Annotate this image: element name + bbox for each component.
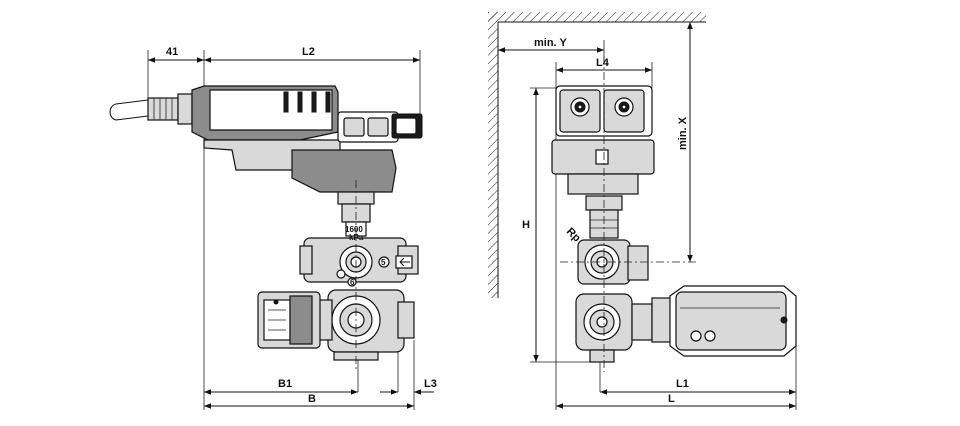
port-5-label: 5 (381, 258, 386, 267)
actuator-housing (191, 85, 423, 193)
dimension-min-y: min. Y (498, 37, 604, 53)
dimension-L2: L2 (204, 46, 420, 63)
dim-B1-label: B1 (278, 378, 292, 390)
dim-minX-label: min. X (677, 116, 689, 150)
pressure-unit: kPa (349, 233, 364, 242)
upper-valve-body: 1600 kPa 5 6 (299, 225, 419, 287)
right-view: min. Y L4 min. X H (488, 12, 797, 410)
pressure-value: 1600 (345, 225, 363, 234)
lower-valve-body (317, 289, 415, 361)
dim-H-label: H (522, 219, 530, 231)
dimension-41: 41 (148, 46, 204, 63)
dim-L3-label: L3 (424, 378, 437, 390)
dim-L-label: L (668, 393, 675, 405)
dimension-H: H (522, 88, 539, 362)
dimension-L4: L4 (556, 57, 652, 73)
wall-section (488, 12, 706, 298)
port-6-label: 6 (350, 278, 355, 287)
dim-B-label: B (308, 393, 316, 405)
dimension-L1: L1 (600, 378, 796, 395)
right-upper-port (577, 239, 649, 285)
dimension-L3: L3 (380, 378, 437, 395)
dim-41-label: 41 (166, 46, 178, 58)
dimension-min-x: min. X (677, 22, 693, 262)
top-actuator (551, 85, 655, 211)
dim-L4-label: L4 (596, 57, 610, 69)
side-actuator (257, 291, 321, 349)
dim-L2-label: L2 (302, 46, 315, 58)
dimension-B1: B1 (204, 378, 358, 395)
dimension-B: B (204, 393, 414, 409)
right-side-actuator (651, 285, 797, 357)
dimension-L: L (556, 393, 796, 409)
right-lower-port (575, 293, 653, 363)
left-view: 41 L2 (109, 46, 437, 410)
dim-minY-label: min. Y (534, 37, 567, 49)
dim-L1-label: L1 (676, 378, 689, 390)
actuator-cable (109, 93, 193, 125)
